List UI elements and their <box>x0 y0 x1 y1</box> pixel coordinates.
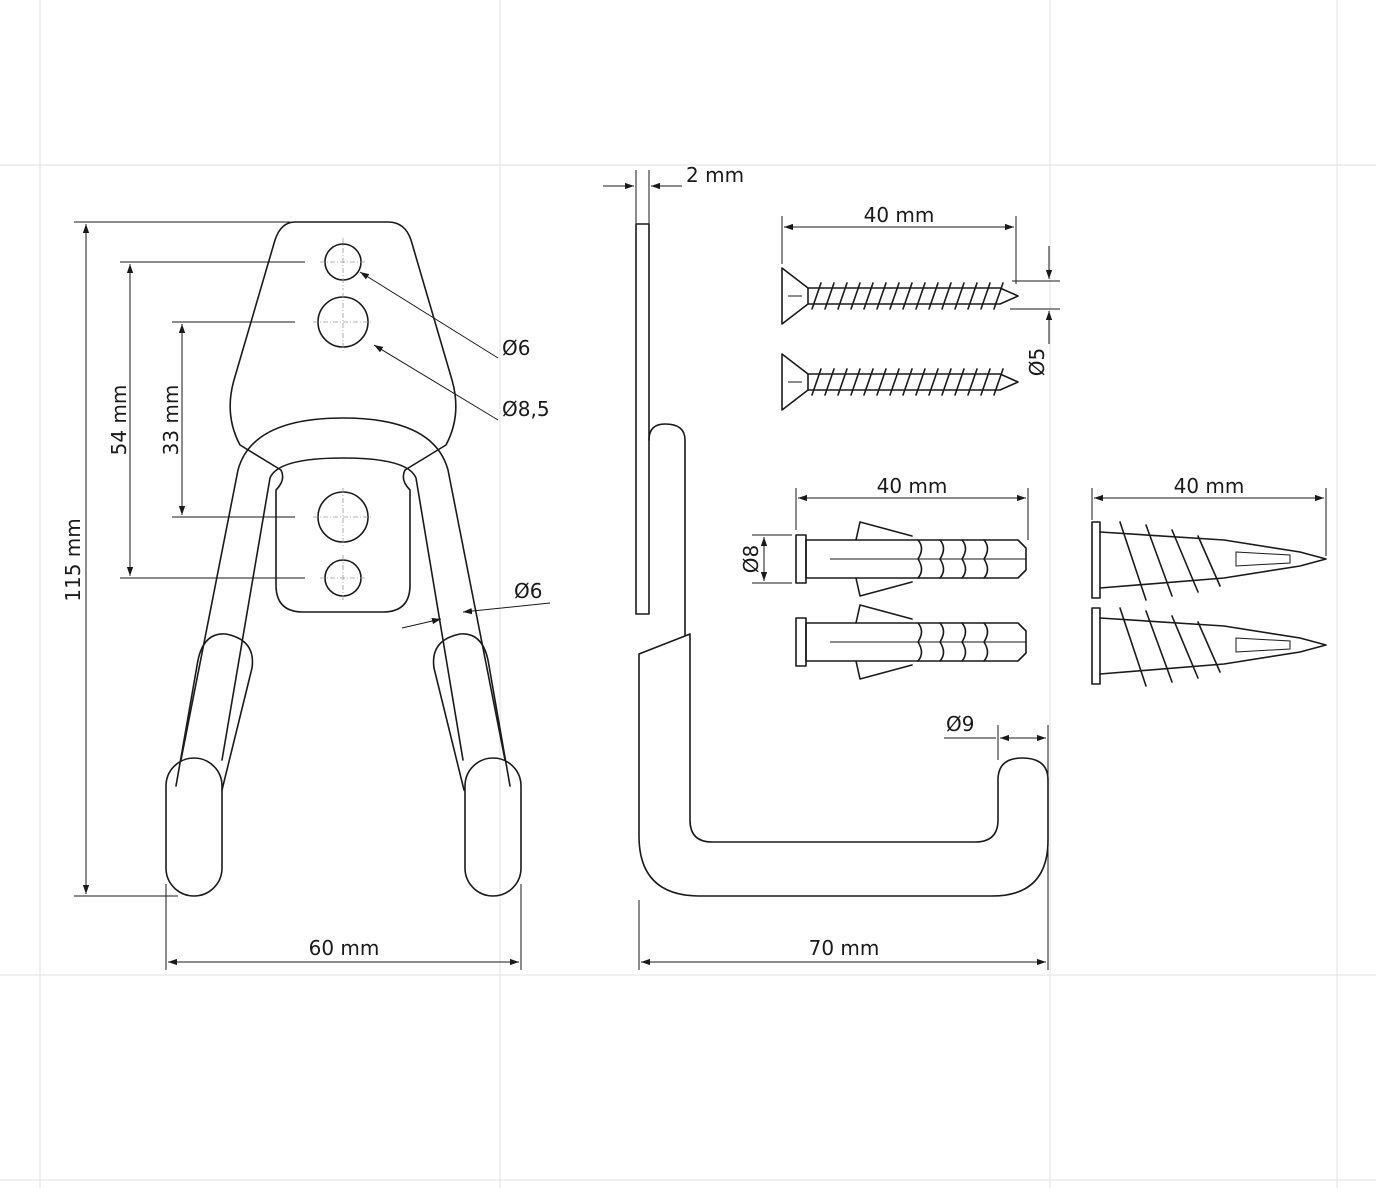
hook-front-view <box>165 221 522 897</box>
plate-side <box>635 223 650 615</box>
dim-hole-spacing-inner: 33 mm <box>159 385 183 456</box>
dim-screw-length: 40 mm <box>864 203 935 227</box>
mounting-plate-outline <box>229 221 457 613</box>
front-dimensions <box>74 221 551 970</box>
dim-height-total: 115 mm <box>61 518 85 602</box>
wall-plug-1 <box>795 521 1027 597</box>
dim-hole-spacing-outer: 54 mm <box>107 385 131 456</box>
dim-plug-length: 40 mm <box>877 474 948 498</box>
dim-screw-diameter: Ø5 <box>1025 348 1049 376</box>
screw-dimensions <box>781 216 1060 344</box>
dim-depth-side: 70 mm <box>809 936 880 960</box>
sleeve-right <box>432 633 522 897</box>
dim-wire-diameter: Ø6 <box>514 579 542 603</box>
wire-side-outer <box>648 423 686 636</box>
screw-1 <box>781 267 1019 325</box>
drywall-anchor-1 <box>1091 521 1327 601</box>
drywall-anchor-2 <box>1091 607 1327 687</box>
plug-dimensions <box>752 488 1029 584</box>
hook-side-view <box>635 223 1049 897</box>
dim-plate-thickness: 2 mm <box>686 163 744 187</box>
anchor-dimensions <box>1091 488 1327 556</box>
wire-outer <box>180 417 506 761</box>
dim-hook-diameter: Ø9 <box>946 712 974 736</box>
dim-hole-small: Ø6 <box>502 336 530 360</box>
dim-anchor-length: 40 mm <box>1174 474 1245 498</box>
dim-plug-diameter: Ø8 <box>739 545 763 573</box>
sleeve-side <box>638 633 1049 897</box>
sleeve-left <box>165 633 254 897</box>
wire-inner <box>221 457 464 761</box>
dim-width-front: 60 mm <box>309 936 380 960</box>
screw-2 <box>781 353 1019 411</box>
side-dimensions <box>603 170 1049 970</box>
dim-hole-large: Ø8,5 <box>502 397 550 421</box>
wall-plug-2 <box>795 604 1027 680</box>
